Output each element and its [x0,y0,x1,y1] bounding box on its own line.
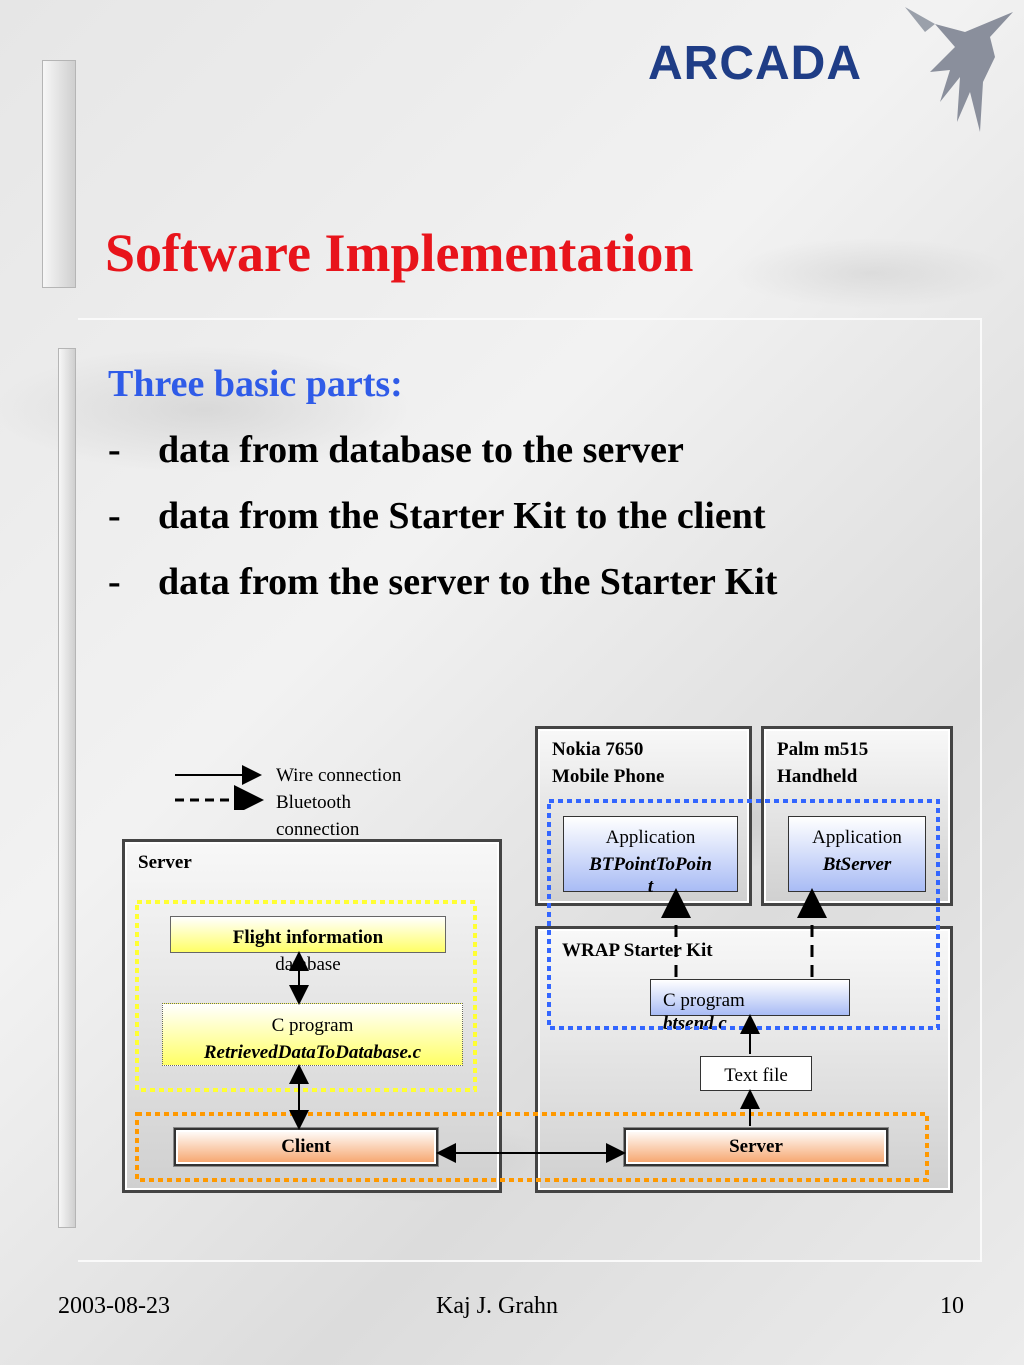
cprogram-retrieve-label-2: RetrievedDataToDatabase.c [203,1042,422,1063]
blue-group-outline [547,799,940,1030]
app-btpointtopoint-box [563,816,738,892]
textfile-label: Text file [724,1065,788,1086]
app-btserver-box [788,816,926,892]
palm-label-2: Handheld [777,766,858,787]
cprogram-btsend-label-1: C program [663,990,745,1011]
bullet-item: -data from the Starter Kit to the client [108,494,766,538]
wrap-server-label: Server [729,1136,783,1157]
cprogram-btsend-box [650,979,850,1016]
bullet-text: data from the server to the Starter Kit [158,561,778,603]
decor-bar-content [58,348,76,1228]
legend-lines [175,765,264,810]
app-btpointtopoint-label-2: BTPointToPoin [589,854,712,875]
app-btpointtopoint-label-1: Application [605,827,696,848]
bullet-text: data from database to the server [158,429,684,471]
client-label: Client [281,1136,331,1157]
content-frame [78,318,982,1262]
wrap-server-box [624,1128,888,1166]
footer-date: 2003-08-23 [58,1293,170,1319]
footer-author: Kaj J. Grahn [436,1293,558,1319]
cprogram-retrieve-box [162,1003,463,1066]
nokia-label-2: Mobile Phone [552,766,665,787]
nokia-label-1: Nokia 7650 [552,739,644,760]
legend-bluetooth-label-2: connection [276,819,360,840]
bullet-text: data from the Starter Kit to the client [158,495,766,537]
bullet-item: -data from the server to the Starter Kit [108,560,777,604]
app-btserver-label-1: Application [812,827,902,848]
legend-bluetooth-label: Bluetooth [276,792,351,813]
yellow-group-outline [135,900,477,1092]
cprogram-retrieve-label-1: C program [271,1015,354,1036]
palm-label-1: Palm m515 [777,739,869,760]
footer-page-number: 10 [940,1293,964,1319]
bullet-item: -data from database to the server [108,428,684,472]
decor-bar-top [42,60,76,288]
bullet-marker: - [108,495,121,537]
app-btserver-label-2: BtServer [822,854,892,875]
client-box [174,1128,438,1166]
flight-db-label-1: Flight information [232,927,384,948]
arcada-logo: ARCADA [648,37,862,90]
bird-logo-icon [905,7,1013,132]
server-panel-label: Server [138,852,192,873]
slide-title: Software Implementation [105,223,694,283]
bullet-marker: - [108,429,121,471]
orange-group-outline [135,1112,929,1182]
slide-subtitle: Three basic parts: [108,363,403,405]
app-btpointtopoint-label-3: t [647,876,654,897]
bullet-marker: - [108,561,121,603]
legend-wire-label: Wire connection [276,765,402,786]
